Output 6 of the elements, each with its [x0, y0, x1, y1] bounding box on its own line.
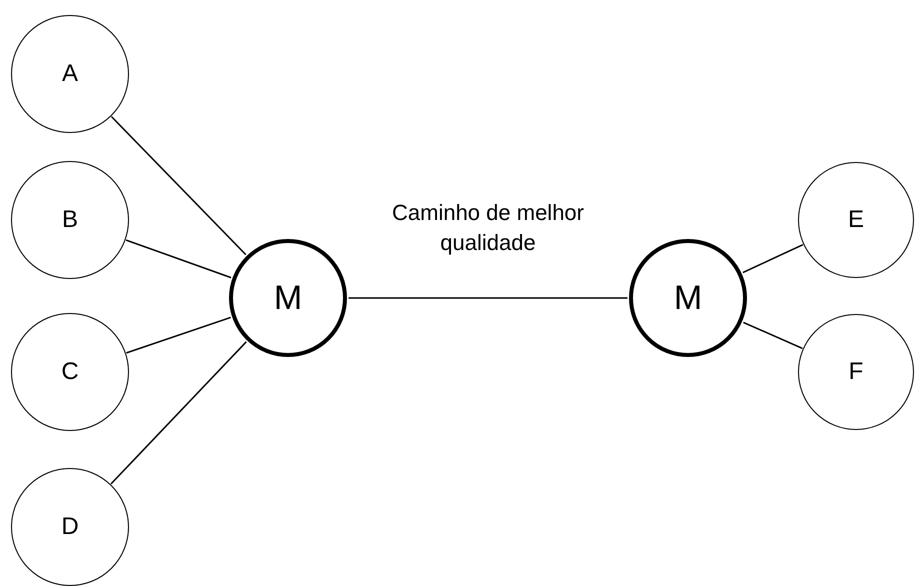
connector-line — [742, 244, 804, 274]
connector-line — [110, 341, 247, 484]
connector-line — [126, 316, 231, 354]
connector-line — [110, 116, 246, 256]
connector-line — [348, 297, 628, 299]
connector-line — [126, 239, 232, 278]
